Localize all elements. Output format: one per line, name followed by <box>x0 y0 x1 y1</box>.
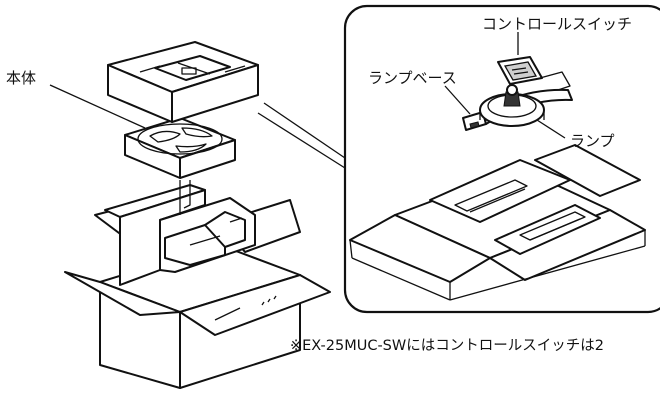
outer-box <box>64 192 331 389</box>
lamp-label: ランプ <box>570 132 615 150</box>
main-unit-label: 本体 <box>6 69 36 87</box>
accessory-packing-tray <box>349 144 646 301</box>
control-switch-label: コントロールスイッチ <box>482 15 632 33</box>
top-box-lid <box>107 41 259 123</box>
main-unit-leader <box>49 84 146 129</box>
main-unit <box>124 117 236 215</box>
lamp-base-label: ランプベース <box>368 69 457 87</box>
left-assembly <box>49 41 331 389</box>
inner-packing-tray <box>104 184 256 286</box>
callout-connector <box>257 102 346 169</box>
lamp <box>479 84 566 139</box>
footnote: ※EX-25MUC-SWにはコントロールスイッチは2 <box>290 338 604 354</box>
